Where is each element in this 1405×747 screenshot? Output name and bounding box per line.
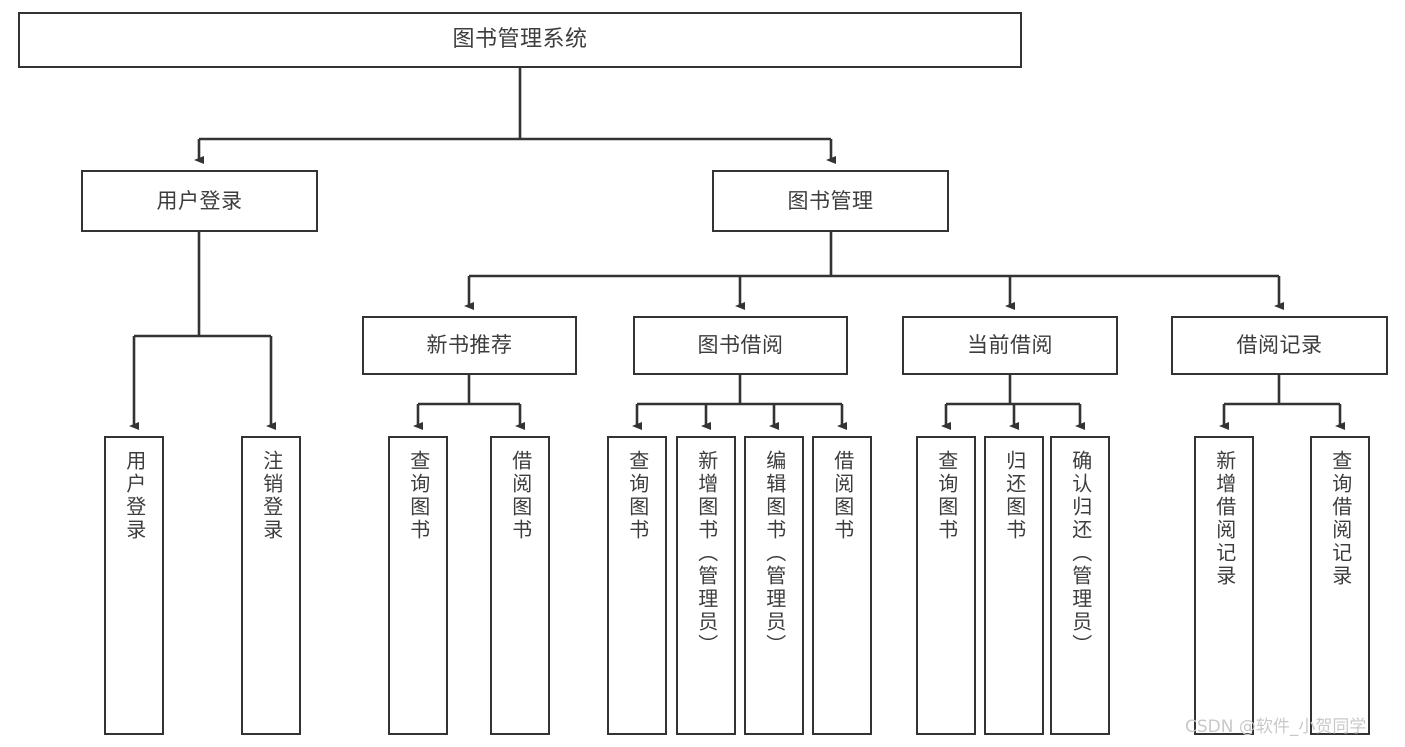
- node-label: 编辑图书（管理员）: [762, 450, 787, 657]
- node-label: 借阅图书: [830, 450, 855, 542]
- node-root-book-management-system[interactable]: 图书管理系统: [18, 12, 1022, 68]
- node-label: 新增借阅记录: [1212, 450, 1237, 588]
- node-leaf-user-login[interactable]: 用户登录: [104, 436, 164, 735]
- node-label: 图书管理系统: [452, 27, 588, 53]
- node-label: 当前借阅: [967, 333, 1053, 358]
- node-leaf-edit-book-admin[interactable]: 编辑图书（管理员）: [744, 436, 804, 735]
- node-leaf-add-borrow-record[interactable]: 新增借阅记录: [1194, 436, 1254, 735]
- node-leaf-query-borrow-record[interactable]: 查询借阅记录: [1310, 436, 1370, 735]
- node-label: 查询图书: [406, 450, 431, 542]
- node-label: 借阅记录: [1236, 333, 1323, 358]
- node-leaf-query-book-current[interactable]: 查询图书: [916, 436, 976, 735]
- node-borrow-record[interactable]: 借阅记录: [1171, 316, 1388, 375]
- node-label: 借阅图书: [508, 450, 533, 542]
- node-book-management[interactable]: 图书管理: [712, 170, 949, 232]
- node-label: 用户登录: [122, 450, 147, 542]
- node-leaf-add-book-admin[interactable]: 新增图书（管理员）: [676, 436, 736, 735]
- node-leaf-query-book-borrow[interactable]: 查询图书: [607, 436, 667, 735]
- node-leaf-borrow-book[interactable]: 借阅图书: [812, 436, 872, 735]
- node-leaf-borrow-book-recommend[interactable]: 借阅图书: [490, 436, 550, 735]
- node-label: 用户登录: [156, 188, 243, 213]
- node-leaf-return-book[interactable]: 归还图书: [984, 436, 1044, 735]
- node-leaf-logout[interactable]: 注销登录: [241, 436, 301, 735]
- node-label: 查询图书: [625, 450, 650, 542]
- node-leaf-confirm-return-admin[interactable]: 确认归还（管理员）: [1050, 436, 1110, 735]
- csdn-watermark: CSDN @软件_小贺同学: [1185, 717, 1367, 737]
- node-label: 图书借阅: [697, 333, 784, 358]
- node-label: 归还图书: [1002, 450, 1027, 542]
- node-label: 新书推荐: [426, 333, 513, 358]
- node-label: 新增图书（管理员）: [694, 450, 719, 657]
- node-label: 查询图书: [934, 450, 959, 542]
- node-label: 注销登录: [259, 450, 284, 542]
- node-user-login[interactable]: 用户登录: [81, 170, 318, 232]
- node-book-borrow[interactable]: 图书借阅: [633, 316, 848, 375]
- node-label: 查询借阅记录: [1328, 450, 1353, 588]
- node-current-borrow[interactable]: 当前借阅: [902, 316, 1118, 375]
- node-new-book-recommend[interactable]: 新书推荐: [362, 316, 577, 375]
- node-label: 图书管理: [787, 188, 874, 213]
- node-leaf-query-book-recommend[interactable]: 查询图书: [388, 436, 448, 735]
- node-label: 确认归还（管理员）: [1068, 450, 1093, 657]
